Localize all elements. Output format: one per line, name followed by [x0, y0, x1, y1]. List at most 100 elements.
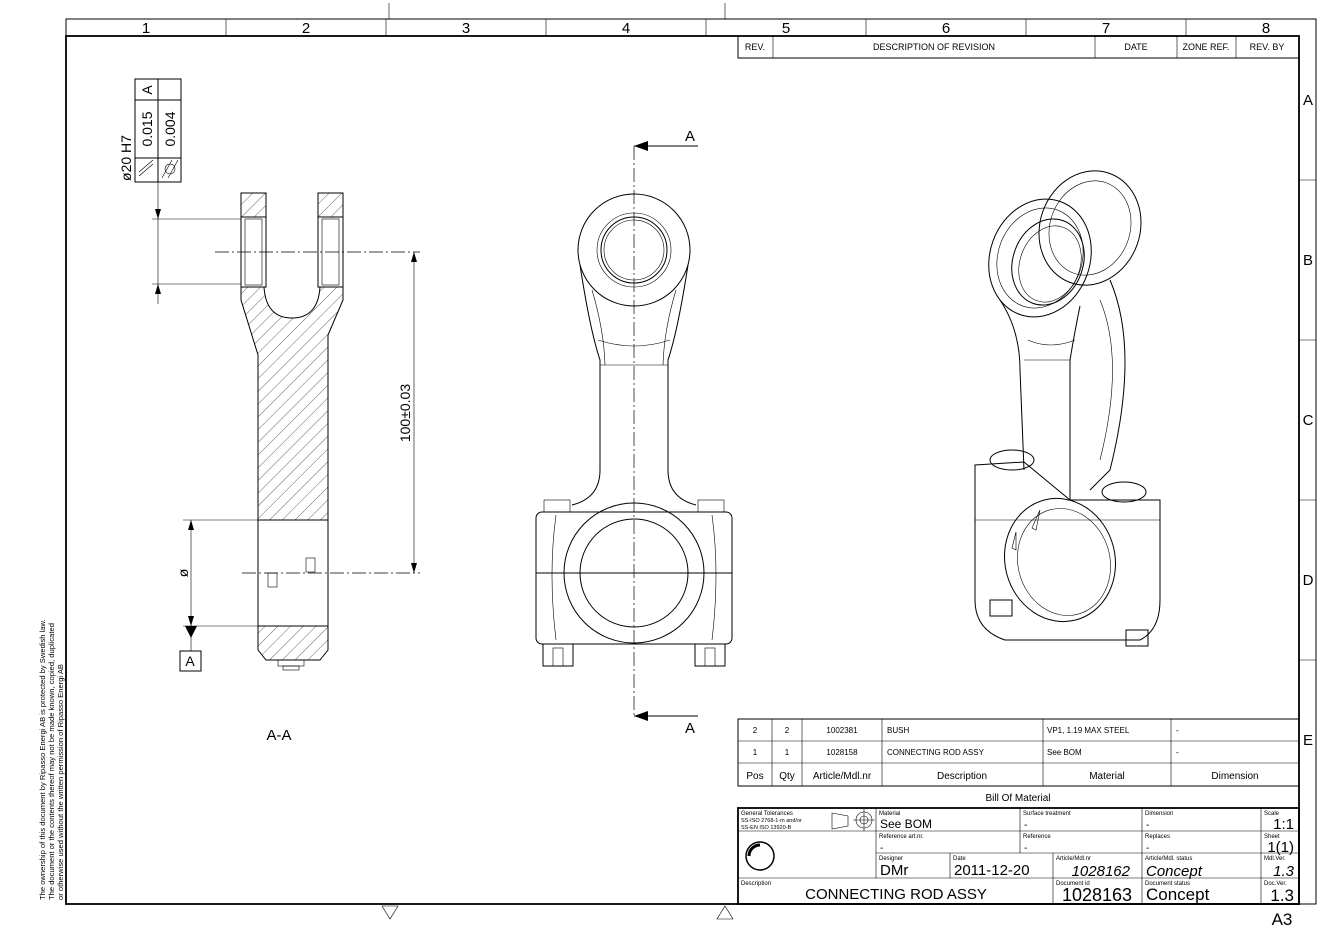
- svg-text:Designer: Designer: [879, 856, 903, 862]
- ref-art-value: -: [880, 843, 883, 854]
- column-label: 3: [462, 20, 470, 37]
- svg-text:CONNECTING ROD ASSY: CONNECTING ROD ASSY: [887, 748, 985, 757]
- svg-text:Material: Material: [879, 811, 900, 817]
- column-label: 8: [1262, 20, 1270, 37]
- svg-text:1: 1: [785, 748, 790, 757]
- isometric-view: [974, 170, 1161, 647]
- svg-text:SS-ISO 2768-1-m and/or: SS-ISO 2768-1-m and/or: [741, 818, 802, 824]
- document-status-value: Concept: [1146, 885, 1210, 904]
- svg-text:Reference: Reference: [1023, 834, 1051, 840]
- designer-value: DMr: [880, 862, 908, 879]
- center-distance-dimension: 100±0.03: [397, 384, 413, 443]
- row-label: A: [1303, 92, 1313, 109]
- column-label: 2: [302, 20, 310, 37]
- svg-text:2: 2: [753, 726, 758, 735]
- reference-value: -: [1024, 843, 1027, 854]
- paper-size: A3: [1272, 910, 1293, 929]
- svg-text:1: 1: [753, 748, 758, 757]
- cylindricity-icon: [161, 159, 179, 179]
- svg-text:Date: Date: [953, 856, 966, 862]
- row-label: C: [1303, 412, 1314, 429]
- svg-text:Mdl.Ver.: Mdl.Ver.: [1264, 856, 1286, 862]
- doc-ver-value: 1.3: [1270, 886, 1294, 905]
- svg-text:Article/Mdl.nr: Article/Mdl.nr: [1056, 856, 1091, 862]
- article-value: 1028162: [1072, 863, 1131, 880]
- svg-text:Doc.Ver.: Doc.Ver.: [1264, 881, 1287, 887]
- svg-text:Qty: Qty: [779, 771, 795, 782]
- svg-text:Surface treatment: Surface treatment: [1023, 811, 1071, 817]
- svg-text:See BOM: See BOM: [1047, 748, 1082, 757]
- rev-description-header: DESCRIPTION OF REVISION: [873, 42, 995, 52]
- rev-by-header: REV. BY: [1250, 42, 1285, 52]
- front-view: A A: [535, 128, 733, 737]
- svg-text:Dimension: Dimension: [1211, 771, 1258, 782]
- svg-text:1028158: 1028158: [826, 748, 858, 757]
- bore-tolerance: ø20 H7: [118, 135, 134, 181]
- column-label: 5: [782, 20, 790, 37]
- mdl-ver-value: 1.3: [1273, 863, 1295, 880]
- bom-header-row: Pos Qty Article/Mdl.nr Description Mater…: [746, 771, 1258, 782]
- column-labels: 1 2 3 4 5 6 7 8: [142, 20, 1270, 37]
- bom-row: 2 2 1002381 BUSH VP1, 1.19 MAX STEEL -: [753, 726, 1179, 735]
- scale-value: 1:1: [1273, 816, 1294, 833]
- row-label: E: [1303, 732, 1313, 749]
- company-logo-icon: [745, 841, 775, 871]
- section-view-label: A-A: [266, 727, 291, 744]
- title-block: General Tolerances SS-ISO 2768-1-m and/o…: [737, 807, 1300, 905]
- svg-text:The document or the contents t: The document or the contents thereof may…: [47, 623, 56, 900]
- document-id-value: 1028163: [1062, 885, 1132, 905]
- gdt-cylindricity-value: 0.004: [162, 111, 178, 146]
- svg-text:SS-EN ISO 13920-B: SS-EN ISO 13920-B: [741, 825, 791, 831]
- svg-text:Sheet: Sheet: [1264, 834, 1280, 840]
- big-end-diameter-symbol: ø: [175, 568, 191, 577]
- gdt-datum-ref: A: [139, 85, 155, 95]
- svg-text:Replaces: Replaces: [1145, 834, 1170, 840]
- sheet-value: 1(1): [1267, 839, 1294, 856]
- article-status-value: Concept: [1146, 863, 1203, 880]
- svg-text:-: -: [1176, 748, 1179, 757]
- replaces-value: -: [1146, 843, 1149, 854]
- datum-label: A: [185, 653, 195, 669]
- sheet-frame: [65, 3, 1317, 920]
- column-label: 1: [142, 20, 150, 37]
- bill-of-material: 2 2 1002381 BUSH VP1, 1.19 MAX STEEL - 1…: [737, 718, 1300, 804]
- row-labels: A B C D E: [1303, 92, 1314, 749]
- description-value: CONNECTING ROD ASSY: [805, 886, 987, 903]
- dimension-value: -: [1146, 820, 1149, 831]
- row-label: D: [1303, 572, 1314, 589]
- svg-text:2: 2: [785, 726, 790, 735]
- svg-text:Description: Description: [937, 771, 987, 782]
- svg-text:Description: Description: [741, 881, 771, 887]
- rev-date-header: DATE: [1124, 42, 1147, 52]
- svg-text:VP1, 1.19 MAX STEEL: VP1, 1.19 MAX STEEL: [1047, 726, 1130, 735]
- section-view-a-a: 100±0.03 ø20 H7 A 0.015 0.004: [118, 78, 420, 744]
- svg-text:or otherwise used without the: or otherwise used without the written pe…: [56, 664, 65, 900]
- bom-title: Bill Of Material: [985, 793, 1050, 804]
- svg-text:Scale: Scale: [1264, 811, 1280, 817]
- svg-text:1002381: 1002381: [826, 726, 858, 735]
- section-arrow-label-top: A: [685, 128, 695, 145]
- projection-symbol-icon: [831, 809, 875, 831]
- general-tolerances-label: General Tolerances: [741, 811, 793, 817]
- rev-zone-header: ZONE REF.: [1182, 42, 1229, 52]
- gdt-frame: A 0.015 0.004: [134, 78, 182, 183]
- bom-row: 1 1 1028158 CONNECTING ROD ASSY See BOM …: [753, 748, 1179, 757]
- svg-text:Pos: Pos: [746, 771, 763, 782]
- parallelism-icon: [138, 159, 154, 177]
- gdt-parallelism-value: 0.015: [139, 111, 155, 146]
- column-label: 7: [1102, 20, 1110, 37]
- ownership-notice: The ownership of this document by Ripass…: [38, 619, 65, 900]
- column-label: 4: [622, 20, 630, 37]
- material-value: See BOM: [880, 817, 932, 831]
- row-label: B: [1303, 252, 1313, 269]
- column-label: 6: [942, 20, 950, 37]
- surface-value: -: [1024, 820, 1027, 831]
- revision-table: REV. DESCRIPTION OF REVISION DATE ZONE R…: [737, 35, 1300, 59]
- rev-header: REV.: [745, 42, 765, 52]
- svg-text:Article/Mdl.nr: Article/Mdl.nr: [813, 771, 872, 782]
- svg-text:The ownership of this document: The ownership of this document by Ripass…: [38, 619, 47, 900]
- svg-text:-: -: [1176, 726, 1179, 735]
- svg-text:Article/Mdl. status: Article/Mdl. status: [1145, 856, 1192, 862]
- svg-text:Reference art.nr.: Reference art.nr.: [879, 834, 924, 840]
